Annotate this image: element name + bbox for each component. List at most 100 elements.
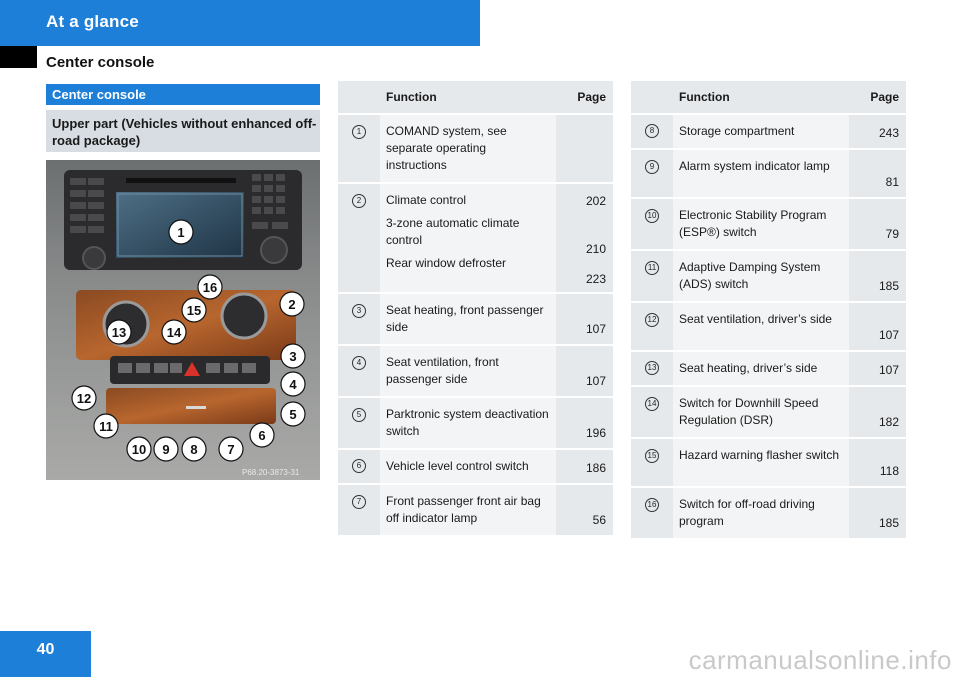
item-number: 16: [645, 498, 659, 512]
item-number: 13: [645, 361, 659, 375]
item-number: 4: [352, 356, 366, 370]
page-ref: 56: [592, 513, 606, 527]
function-text: Seat ventilation, front passenger side: [386, 355, 499, 386]
page-ref: 81: [885, 175, 899, 189]
upper-part-bar: Upper part (Vehicles without enhanced of…: [46, 110, 320, 152]
svg-text:12: 12: [77, 391, 91, 406]
svg-text:15: 15: [187, 303, 201, 318]
callout-14: 14: [161, 319, 187, 345]
item-number: 12: [645, 313, 659, 327]
svg-text:10: 10: [132, 442, 146, 457]
function-text: COMAND system, see separate operating in…: [386, 124, 507, 172]
callout-4: 4: [280, 371, 306, 397]
page-ref: 243: [878, 126, 899, 140]
page-ref: 202: [585, 194, 606, 208]
function-text: Seat heating, front passenger side: [386, 303, 544, 334]
table-row: 10 Electronic Stability Program (ESP®) s…: [631, 197, 906, 250]
function-text: Parktronic system deactivation switch: [386, 407, 549, 438]
col-page: Page: [556, 81, 613, 114]
callout-16: 16: [197, 274, 223, 300]
callout-11: 11: [93, 413, 119, 439]
table-row: 8 Storage compartment 243: [631, 113, 906, 149]
col-page: Page: [849, 81, 906, 114]
chapter-header: At a glance: [0, 0, 480, 46]
callout-7: 7: [218, 436, 244, 462]
function-text: Adaptive Damping System (ADS) switch: [679, 260, 821, 291]
callout-12: 12: [71, 385, 97, 411]
page-ref: 79: [885, 227, 899, 241]
function-subtext: 3-zone automatic climate control: [386, 216, 520, 247]
page-ref: 196: [585, 426, 606, 440]
callout-3: 3: [280, 343, 306, 369]
callout-10: 10: [126, 436, 152, 462]
table-row: 9 Alarm system indicator lamp 81: [631, 148, 906, 198]
table-header: Function Page: [338, 81, 613, 114]
svg-text:5: 5: [289, 407, 296, 422]
functions-table-1: Function Page 1 COMAND system, see separ…: [338, 81, 613, 535]
table-row: 3 Seat heating, front passenger side 107: [338, 292, 613, 345]
item-number: 8: [645, 124, 659, 138]
page-ref: 107: [878, 328, 899, 342]
table-row: 4 Seat ventilation, front passenger side…: [338, 344, 613, 397]
page-ref: 185: [878, 516, 899, 530]
watermark: carmanualsonline.info: [688, 645, 952, 675]
item-number: 7: [352, 495, 366, 509]
svg-text:7: 7: [227, 442, 234, 457]
page-ref: 182: [878, 415, 899, 429]
photo-code: P68.20-3873-31: [242, 468, 300, 477]
table-row: 11 Adaptive Damping System (ADS) switch …: [631, 249, 906, 302]
function-text: Seat heating, driver’s side: [679, 361, 818, 375]
svg-text:2: 2: [288, 297, 295, 312]
item-number: 2: [352, 194, 366, 208]
item-number: 14: [645, 397, 659, 411]
page-ref: 223: [585, 272, 606, 286]
function-text: Front passenger front air bag off indica…: [386, 494, 541, 525]
chapter-title: At a glance: [46, 12, 139, 31]
table-row: 14 Switch for Downhill Speed Regulation …: [631, 385, 906, 438]
col-function: Function: [673, 81, 849, 114]
callout-15: 15: [181, 297, 207, 323]
item-number: 1: [352, 125, 366, 139]
functions-table-2: Function Page 8 Storage compartment 243 …: [631, 81, 906, 538]
svg-text:1: 1: [177, 225, 184, 240]
page-ref: 210: [585, 242, 606, 256]
function-text: Climate control: [386, 193, 467, 207]
col-function: Function: [380, 81, 556, 114]
svg-text:8: 8: [190, 442, 197, 457]
item-number: 15: [645, 449, 659, 463]
page-ref: 107: [585, 322, 606, 336]
page-ref: 107: [878, 363, 899, 377]
section-title: Center console: [46, 54, 155, 71]
table-row: 6 Vehicle level control switch 186: [338, 448, 613, 484]
callout-1: 1: [168, 219, 194, 245]
center-console-bar: Center console: [46, 84, 320, 105]
item-number: 11: [645, 261, 659, 275]
table-header: Function Page: [631, 81, 906, 114]
callout-5: 5: [280, 401, 306, 427]
table-row: 1 COMAND system, see separate operating …: [338, 113, 613, 183]
item-number: 9: [645, 160, 659, 174]
callout-6: 6: [249, 422, 275, 448]
svg-text:11: 11: [99, 419, 113, 434]
svg-text:3: 3: [289, 349, 296, 364]
function-text: Switch for Downhill Speed Regulation (DS…: [679, 396, 819, 427]
callout-8: 8: [181, 436, 207, 462]
callout-13: 13: [106, 319, 132, 345]
function-text: Alarm system indicator lamp: [679, 159, 830, 173]
section-marker: [0, 46, 37, 68]
function-text: Switch for off-road driving program: [679, 497, 815, 528]
function-subtext: Rear window defroster: [386, 256, 507, 270]
item-number: 5: [352, 408, 366, 422]
callout-2: 2: [279, 291, 305, 317]
callout-9: 9: [153, 436, 179, 462]
function-text: Electronic Stability Program (ESP®) swit…: [679, 208, 827, 239]
function-text: Seat ventilation, driver’s side: [679, 312, 832, 326]
item-number: 10: [645, 209, 659, 223]
table-row: 5 Parktronic system deactivation switch …: [338, 396, 613, 449]
svg-text:13: 13: [112, 325, 126, 340]
page-ref: 186: [585, 461, 606, 475]
svg-text:4: 4: [289, 377, 297, 392]
table-row: 7 Front passenger front air bag off indi…: [338, 483, 613, 535]
page-ref: 107: [585, 374, 606, 388]
function-text: Vehicle level control switch: [386, 459, 529, 473]
